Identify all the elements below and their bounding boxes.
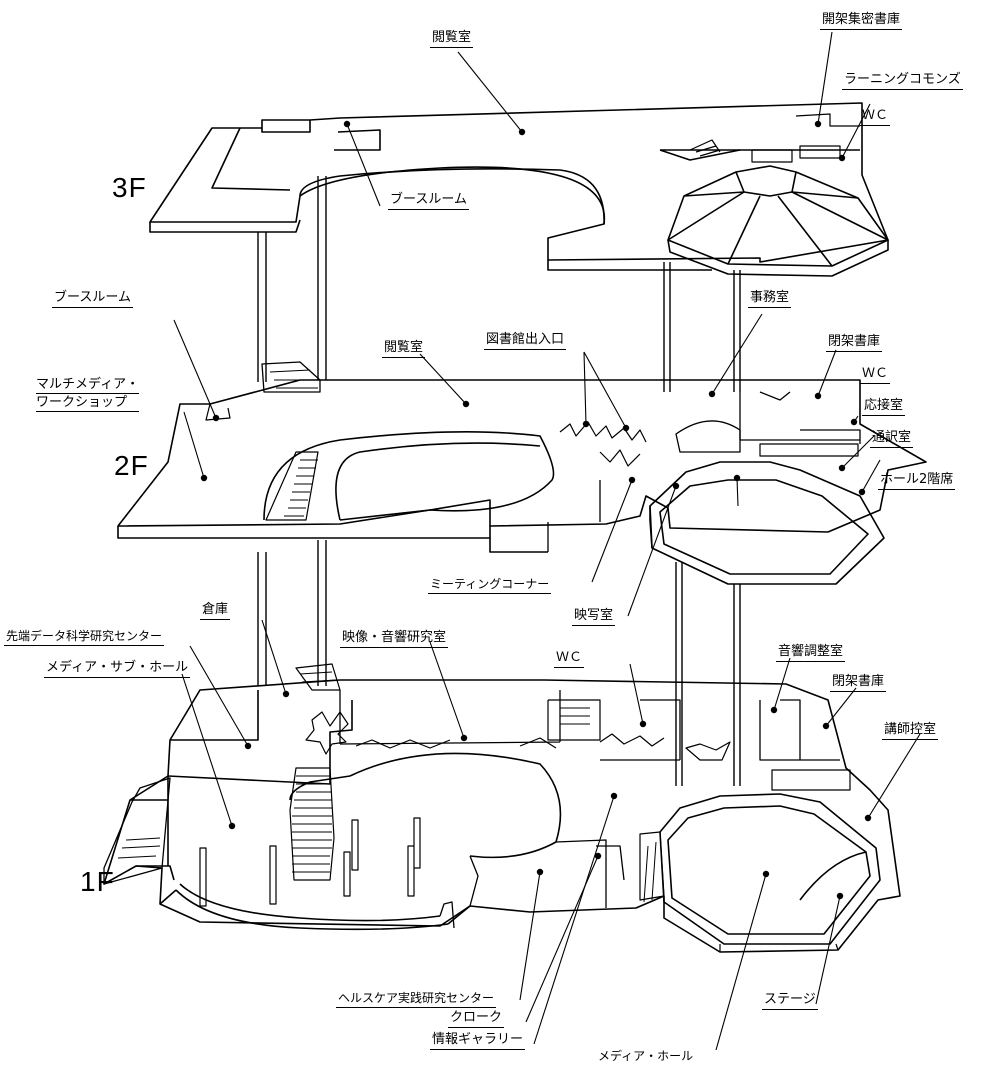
label-1f-sound-control-room: 音響調整室 bbox=[776, 644, 846, 662]
floor-3f-plan bbox=[149, 102, 889, 277]
label-1f-data-science-center: 先端データ科学研究センター bbox=[4, 628, 165, 646]
label-3f-reading-room: 閲覧室 bbox=[430, 30, 474, 48]
floor-label-3f: 3F bbox=[112, 172, 147, 203]
label-1f-healthcare-center: ヘルスケア実践研究センター bbox=[336, 990, 497, 1008]
label-1f-lecturer-waiting-room: 講師控室 bbox=[882, 722, 939, 740]
floor-label-1f: 1F bbox=[80, 866, 115, 897]
label-2f-reception-room: 応接室 bbox=[862, 398, 906, 416]
label-2f-interpreter-room: 通訳室 bbox=[870, 430, 914, 448]
label-2f-reading-room: 閲覧室 bbox=[382, 340, 426, 358]
label-1f-closed-stacks: 閉架書庫 bbox=[830, 674, 887, 692]
label-3f-wc: ＷＣ bbox=[860, 108, 891, 126]
label-1f-cloak: クローク bbox=[448, 1010, 505, 1028]
floor-label-2f: 2F bbox=[114, 450, 149, 481]
label-2f-multimedia-workshop: マルチメディア・ワークショップ bbox=[34, 376, 141, 413]
label-2f-hall-balcony: ホール2階席 bbox=[878, 472, 956, 490]
label-2f-office: 事務室 bbox=[748, 290, 792, 308]
label-2f-library-entrance: 図書館出入口 bbox=[484, 332, 567, 350]
label-1f-wc: ＷＣ bbox=[554, 650, 585, 668]
label-2f-wc: ＷＣ bbox=[860, 366, 891, 384]
label-2f-multimedia-line2: ワークショップ bbox=[36, 394, 140, 412]
label-3f-booth-room: ブースルーム bbox=[388, 192, 469, 210]
label-1f-info-gallery: 情報ギャラリー bbox=[430, 1032, 526, 1050]
label-3f-learning-commons: ラーニングコモンズ bbox=[842, 72, 963, 90]
label-2f-closed-stacks: 閉架書庫 bbox=[826, 334, 883, 352]
label-1f-media-sub-hall: メディア・サブ・ホール bbox=[44, 660, 191, 678]
label-3f-open-compact-stacks: 開架集密書庫 bbox=[820, 12, 903, 30]
label-2f-meeting-corner: ミーティングコーナー bbox=[428, 576, 552, 594]
leader-lines bbox=[173, 31, 921, 1051]
label-2f-booth-room: ブースルーム bbox=[52, 290, 133, 308]
label-2f-multimedia-line1: マルチメディア・ bbox=[36, 377, 140, 394]
label-1f-av-lab: 映像・音響研究室 bbox=[340, 630, 449, 648]
floor-1f-plan bbox=[103, 679, 901, 953]
label-1f-media-hall: メディア・ホール bbox=[598, 1049, 694, 1063]
columns-3f-2f bbox=[257, 176, 741, 393]
floor-2f-plan bbox=[117, 379, 927, 585]
label-2f-projection-room: 映写室 bbox=[572, 608, 616, 626]
label-1f-storage: 倉庫 bbox=[200, 602, 231, 620]
label-1f-stage: ステージ bbox=[762, 992, 818, 1010]
